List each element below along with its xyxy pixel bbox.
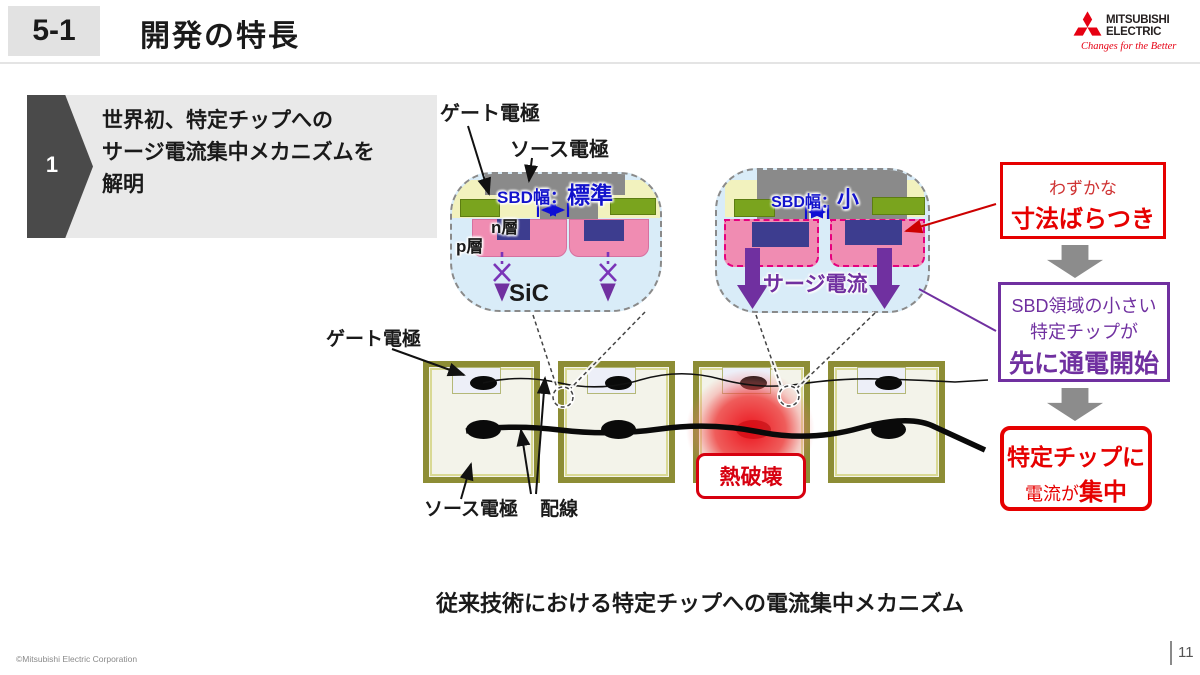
flow-box2-line3: 先に通電開始 (1008, 350, 1159, 378)
gate-bond (875, 376, 902, 390)
down-arrow-icon (1047, 245, 1103, 278)
flow-box1-line1: わずかな (1049, 179, 1117, 198)
chip-gate-electrode-label: ゲート電極 (326, 329, 422, 350)
source-bond (466, 420, 501, 439)
sic-substrate-label: SiC (509, 280, 550, 307)
chip-source-wiring-label: ソース電極配線 (424, 494, 578, 521)
flow-box-dimension-variation: わずかな 寸法ばらつき (1000, 162, 1166, 239)
flow-box1-line2: 寸法ばらつき (1011, 206, 1155, 233)
header-divider (0, 62, 1200, 64)
n-region (497, 219, 530, 240)
chip-source-label: ソース電極 (424, 499, 519, 520)
feature-text: 世界初、特定チップへの サージ電流集中メカニズムを 解明 (102, 105, 434, 201)
surge-current-label: サージ電流 (763, 273, 868, 296)
chip (558, 361, 675, 483)
flow-box3-line1: 特定チップに (1007, 444, 1145, 470)
flow-box3-line2: 電流が集中 (1004, 472, 1148, 507)
source-electrode-label: ソース電極 (510, 139, 609, 161)
flow-box2-line1: SBD領域の小さい (1011, 296, 1157, 316)
n-region (584, 220, 624, 241)
gate-electrode-label: ゲート電極 (440, 103, 540, 125)
logo-line1: MITSUBISHI (1106, 14, 1170, 26)
sbd-width-standard-label: SBD幅：標準 (455, 176, 655, 210)
source-bond (871, 420, 906, 439)
chip (828, 361, 945, 483)
three-diamond-icon (1072, 11, 1103, 41)
source-bond (601, 420, 636, 439)
feature-line: 解明 (102, 172, 144, 196)
diagram-caption: 従来技術における特定チップへの電流集中メカニズム (435, 591, 964, 616)
flow-box-early-conduction: SBD領域の小さい 特定チップが 先に通電開始 (998, 282, 1170, 382)
page-title: 開発の特長 (140, 20, 300, 53)
down-arrow-icon (1047, 388, 1103, 421)
slide-number-box: 5-1 (8, 6, 100, 56)
flow-box-current-concentration: 特定チップに 電流が集中 (1000, 426, 1152, 511)
gate-electrode-region (460, 199, 500, 217)
n-region (752, 222, 809, 247)
feature-banner (27, 95, 437, 238)
gate-bond (470, 376, 497, 390)
sbd-width-small-label: SBD幅：小 (740, 182, 890, 214)
sbd-value: 標準 (566, 182, 613, 208)
sbd-value: 小 (836, 187, 859, 212)
flow-box3-line2-normal: 電流が (1025, 484, 1079, 504)
page-number-divider (1170, 641, 1172, 665)
copyright: ©Mitsubishi Electric Corporation (16, 654, 138, 664)
chip-wiring-label: 配線 (540, 499, 579, 520)
p-layer-label: p層 (456, 237, 484, 256)
page-number: 11 (1178, 644, 1194, 661)
gate-electrode-region (610, 198, 656, 215)
flow-box2-line2: 特定チップが (1030, 322, 1138, 342)
gate-bond (605, 376, 632, 390)
gate-electrode-region (734, 199, 775, 217)
feature-number: 1 (45, 152, 59, 177)
sbd-prefix: SBD幅： (771, 194, 837, 211)
flow-box3-line2-bold: 集中 (1079, 479, 1127, 506)
chip (423, 361, 540, 483)
mitsubishi-logo: MITSUBISHI ELECTRIC (1106, 14, 1170, 38)
n-layer-label: n層 (491, 218, 519, 237)
sbd-prefix: SBD幅： (497, 188, 567, 207)
logo-line2: ELECTRIC (1106, 25, 1162, 38)
logo-tagline: Changes for the Better (1081, 41, 1177, 52)
n-region (845, 220, 902, 245)
feature-line: サージ電流集中メカニズムを (102, 140, 375, 164)
feature-line: 世界初、特定チップへの (102, 109, 333, 132)
thermal-destruction-badge: 熱破壊 (696, 453, 806, 499)
